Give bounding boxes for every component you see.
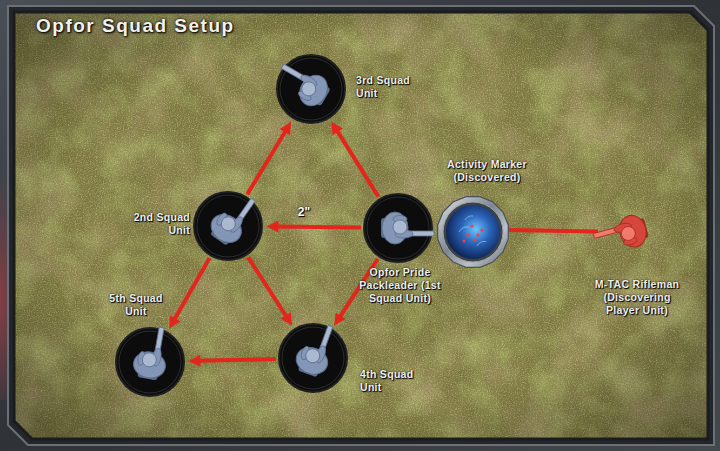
node-outline <box>276 54 346 124</box>
node-outline <box>437 196 509 268</box>
miniature-figure <box>292 319 340 380</box>
marker-swirl <box>465 216 473 220</box>
miniature-figure <box>591 212 650 257</box>
miniature-figure <box>381 212 434 244</box>
black-base <box>364 194 432 262</box>
panel-edge <box>14 12 708 439</box>
marker-dot <box>467 234 470 237</box>
squad-unit-base: 5th Squad Unit <box>115 327 185 397</box>
marker-dot <box>481 229 484 232</box>
torso <box>294 70 333 111</box>
marker-dot <box>477 234 480 237</box>
helmet <box>299 79 318 98</box>
diagram-title: Opfor Squad Setup <box>36 14 235 38</box>
marker-dot <box>471 225 474 228</box>
base-rim <box>280 58 342 120</box>
helmet <box>304 347 322 365</box>
base-rim <box>282 327 344 389</box>
metal-ring <box>438 197 509 268</box>
squad-unit-base: 3rd Squad Unit <box>276 54 346 124</box>
marker-dot <box>463 240 466 243</box>
inner-ring <box>443 202 503 262</box>
torso <box>382 212 408 244</box>
helmet <box>219 214 238 233</box>
squad-unit-base: 4th Squad Unit <box>278 323 348 393</box>
red-arrow <box>247 129 286 194</box>
activity-marker: Activity Marker (Discovered) <box>437 196 509 268</box>
node-outline <box>600 202 660 262</box>
node-outline <box>278 323 348 393</box>
unit-label: 5th Squad Unit <box>104 292 168 318</box>
base-rim <box>119 331 181 393</box>
red-arrow <box>336 129 378 197</box>
miniature-figure <box>272 57 334 111</box>
player-rifleman: M-TAC Rifleman (Discovering Player Unit) <box>600 202 660 262</box>
black-base <box>194 192 262 260</box>
helmet <box>620 225 637 242</box>
red-arrow <box>197 359 276 361</box>
distance-label: 2" <box>298 205 310 219</box>
red-arrow <box>173 258 209 321</box>
node-outline <box>193 191 263 261</box>
node-outline <box>363 193 433 263</box>
red-arrow <box>275 227 361 228</box>
marker-swirl <box>459 227 469 232</box>
packleader-base: Opfor Pride Packleader (1st Squad Unit) <box>363 193 433 263</box>
miniature-figure <box>205 187 262 249</box>
unit-label: 4th Squad Unit <box>360 368 424 394</box>
base-rim <box>367 197 429 259</box>
marker-glow <box>446 205 500 259</box>
torso <box>206 209 247 249</box>
black-base <box>277 55 345 123</box>
helmet <box>393 220 407 234</box>
red-arrow <box>248 257 288 318</box>
miniature-figure <box>131 324 172 382</box>
black-base <box>116 328 184 396</box>
squad-unit-base: 2nd Squad Unit <box>193 191 263 261</box>
black-base <box>279 324 347 392</box>
node-outline <box>115 327 185 397</box>
unit-label: M-TAC Rifleman (Discovering Player Unit) <box>593 278 681 317</box>
helmet <box>141 352 157 368</box>
unit-label: 2nd Squad Unit <box>126 211 190 237</box>
unit-label: 3rd Squad Unit <box>356 74 420 100</box>
unit-label: Opfor Pride Packleader (1st Squad Unit) <box>351 266 449 305</box>
marker-swirl <box>477 241 486 246</box>
base-rim <box>197 195 259 257</box>
torso <box>131 349 167 380</box>
unit-label: Activity Marker (Discovered) <box>434 158 540 184</box>
torso <box>292 343 331 378</box>
marker-dot <box>474 239 477 242</box>
